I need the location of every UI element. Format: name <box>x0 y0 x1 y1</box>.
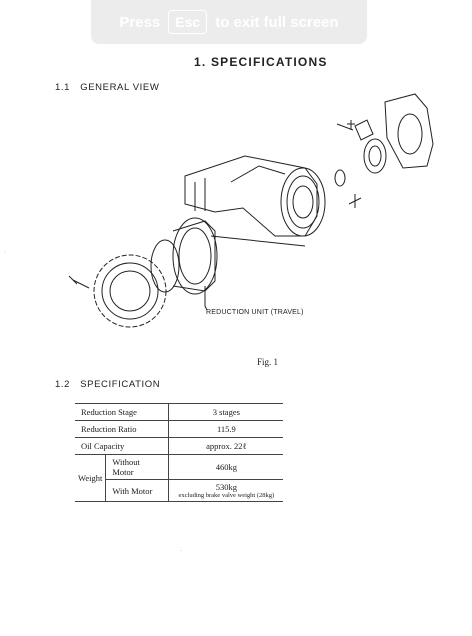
figure-caption: Fig. 1 <box>257 357 279 367</box>
fullscreen-exit-banner: Press Esc to exit full screen <box>91 0 367 44</box>
section-title: GENERAL VIEW <box>80 82 160 93</box>
table-row: Reduction Ratio 115.9 <box>75 420 284 438</box>
with-motor-note: excluding brake valve weight (28kg) <box>178 492 275 499</box>
with-motor-value-cell: 530kg excluding brake valve weight (28kg… <box>168 479 284 502</box>
with-motor-value: 530kg <box>215 482 237 492</box>
weight-label: Weight <box>75 454 106 502</box>
scan-speck: · <box>180 548 182 554</box>
banner-rest-text: to exit full screen <box>215 13 339 31</box>
table-row: Weight Without Motor 460kg <box>75 454 284 502</box>
reduction-ratio-label: Reduction Ratio <box>75 420 169 438</box>
section-number: 1.2 <box>55 379 71 390</box>
exploded-view-drawing <box>68 93 434 328</box>
without-motor-label: Without Motor <box>105 454 169 480</box>
scan-speck: · <box>4 250 6 256</box>
table-row: Reduction Stage 3 stages <box>75 403 284 421</box>
section-title: SPECIFICATION <box>80 379 161 390</box>
reduction-ratio-value: 115.9 <box>168 420 284 438</box>
oil-capacity-label: Oil Capacity <box>75 437 169 455</box>
reduction-unit-callout: REDUCTION UNIT (TRAVEL) <box>206 309 304 316</box>
section-number: 1.1 <box>55 82 71 93</box>
banner-press-text: Press <box>119 13 161 31</box>
reduction-stage-label: Reduction Stage <box>75 403 169 421</box>
esc-key-badge[interactable]: Esc <box>168 10 208 34</box>
table-row: Oil Capacity approx. 22ℓ <box>75 437 284 455</box>
oil-capacity-value: approx. 22ℓ <box>168 437 284 455</box>
with-motor-label: With Motor <box>105 479 169 502</box>
reduction-stage-value: 3 stages <box>168 403 284 421</box>
section-heading-general-view: 1.1 GENERAL VIEW <box>55 82 159 93</box>
section-heading-specification: 1.2 SPECIFICATION <box>55 379 160 390</box>
without-motor-value: 460kg <box>168 454 284 480</box>
page-title: 1. SPECIFICATIONS <box>194 55 328 69</box>
specification-table: Reduction Stage 3 stages Reduction Ratio… <box>75 403 284 502</box>
table-row: With Motor 530kg excluding brake valve w… <box>75 479 284 502</box>
